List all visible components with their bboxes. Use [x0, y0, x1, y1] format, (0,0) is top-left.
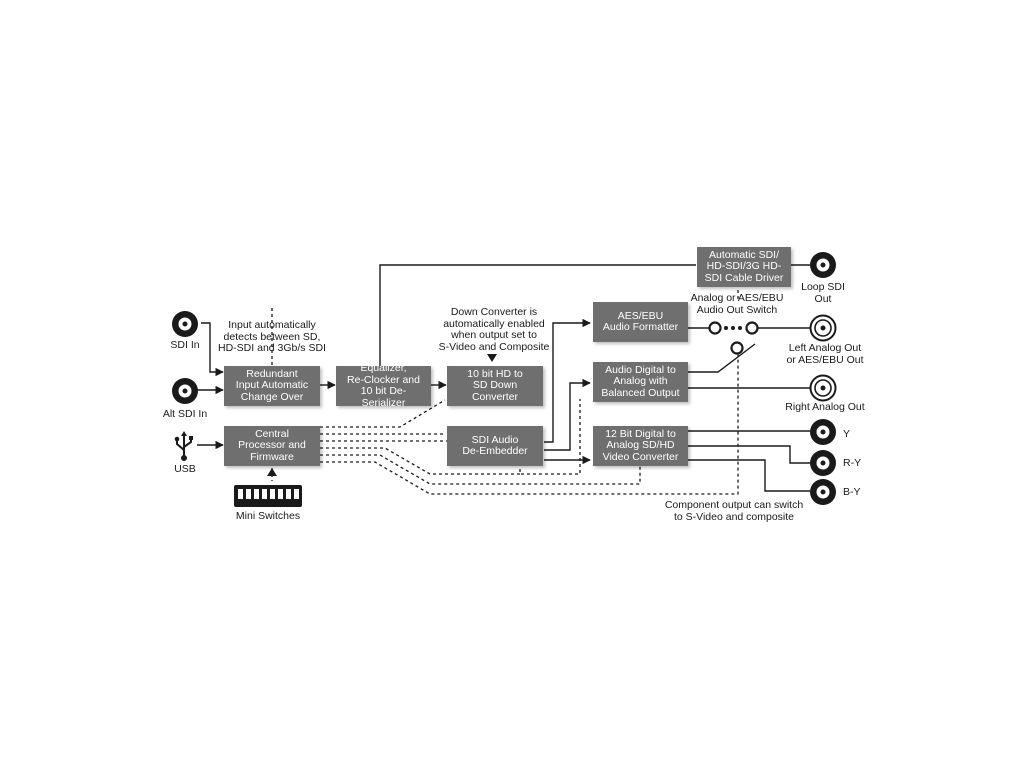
equalizer-box: Equalizer, Re-Clocker and 10 bit De-Seri…	[336, 362, 431, 408]
alt-sdi-in-connector-icon	[172, 378, 198, 404]
mini-switches-icon	[234, 485, 302, 507]
down-converter-note: Down Converter is automatically enabled …	[438, 306, 550, 353]
y-out-connector-icon	[810, 419, 836, 445]
component-output-note: Component output can switch to S-Video a…	[664, 499, 804, 523]
cable-driver-box: Automatic SDI/ HD-SDI/3G HD- SDI Cable D…	[697, 247, 791, 287]
right-analog-out-connector-icon	[809, 374, 837, 402]
audio-out-switch-icon	[708, 321, 759, 355]
loop-sdi-out-connector-icon	[810, 252, 836, 278]
mini-switches-label: Mini Switches	[235, 510, 301, 522]
redundant-input-box: Redundant Input Automatic Change Over	[224, 366, 320, 406]
down-arrow-icon	[487, 354, 497, 362]
aes-formatter-box: AES/EBU Audio Formatter	[593, 302, 688, 342]
central-processor-box: Central Processor and Firmware	[224, 426, 320, 466]
audio-analog-box: Audio Digital to Analog with Balanced Ou…	[593, 362, 688, 402]
left-analog-out-connector-icon	[809, 314, 837, 342]
down-converter-box: 10 bit HD to SD Down Converter	[447, 366, 543, 406]
usb-icon	[174, 431, 193, 461]
sdi-in-connector-icon	[172, 311, 198, 337]
video-converter-box: 12 Bit Digital to Analog SD/HD Video Con…	[593, 426, 688, 466]
ry-out-connector-icon	[810, 450, 836, 476]
sdi-in-label: SDI In	[170, 339, 200, 351]
left-analog-out-label: Left Analog Out or AES/EBU Out	[786, 342, 864, 366]
usb-label: USB	[174, 463, 196, 475]
ry-output-label: R-Y	[843, 457, 862, 469]
by-output-label: B-Y	[843, 486, 861, 498]
audio-deembedder-box: SDI Audio De-Embedder	[447, 426, 543, 466]
y-output-label: Y	[843, 428, 851, 440]
by-out-connector-icon	[810, 479, 836, 505]
loop-sdi-out-label: Loop SDI Out	[801, 281, 845, 305]
right-analog-out-label: Right Analog Out	[785, 401, 865, 413]
alt-sdi-in-label: Alt SDI In	[162, 408, 208, 420]
up-arrow-icon	[267, 468, 277, 476]
input-detection-note: Input automatically detects between SD, …	[218, 319, 326, 354]
audio-out-switch-note: Analog or AES/EBU Audio Out Switch	[690, 292, 784, 316]
